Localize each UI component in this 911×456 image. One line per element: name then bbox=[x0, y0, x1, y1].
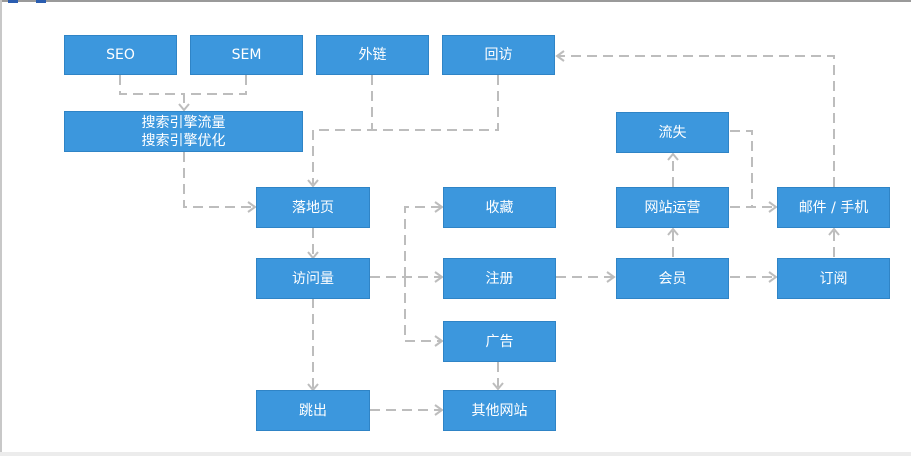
node-favorites: 收藏 bbox=[443, 187, 556, 228]
node-label: 跳出 bbox=[299, 402, 327, 419]
arrowhead-down bbox=[492, 382, 504, 391]
node-label: 其他网站 bbox=[471, 402, 528, 419]
arrowhead-up bbox=[828, 227, 840, 236]
arrowhead-up bbox=[667, 227, 679, 236]
window-top-border bbox=[0, 0, 911, 2]
window-left-border bbox=[0, 0, 2, 456]
connector-visits-to-favorites bbox=[404, 206, 441, 277]
arrowhead-right bbox=[434, 201, 444, 213]
connector-churn-to-email bbox=[730, 130, 753, 207]
arrowhead-right bbox=[434, 271, 444, 283]
node-label: SEM bbox=[231, 47, 262, 63]
node-visits: 访问量 bbox=[256, 258, 370, 299]
node-other-sites: 其他网站 bbox=[443, 390, 556, 431]
node-search-engine: 搜索引擎流量 搜索引擎优化 bbox=[64, 111, 303, 152]
toolbar-marker bbox=[8, 0, 18, 3]
arrowhead-down bbox=[307, 179, 319, 188]
arrowhead-right bbox=[768, 201, 778, 213]
node-email-phone: 邮件 / 手机 bbox=[777, 187, 890, 228]
node-revisit: 回访 bbox=[442, 35, 555, 75]
node-label-line-1: 搜索引擎流量 bbox=[141, 114, 226, 131]
arrowhead-right bbox=[247, 201, 257, 213]
node-register: 注册 bbox=[443, 258, 556, 299]
connector-visits-to-ads bbox=[404, 277, 441, 342]
connector-email-to-revisit bbox=[558, 55, 835, 187]
arrowhead-left bbox=[555, 50, 565, 62]
arrowhead-right bbox=[434, 335, 444, 347]
node-label: 落地页 bbox=[292, 199, 334, 216]
toolbar-marker bbox=[36, 0, 46, 3]
node-label: 邮件 / 手机 bbox=[798, 199, 869, 216]
window-bottom-border bbox=[0, 452, 911, 456]
connector-revisit-to-landing bbox=[312, 75, 499, 184]
node-label: 访问量 bbox=[292, 270, 334, 287]
node-label: 流失 bbox=[658, 124, 687, 141]
node-label: 回访 bbox=[484, 47, 513, 63]
node-label: 收藏 bbox=[485, 199, 514, 216]
node-ads: 广告 bbox=[443, 321, 556, 362]
node-site-ops: 网站运营 bbox=[616, 187, 729, 228]
connector-search-engine-to-landing bbox=[183, 152, 254, 208]
node-label-line-2: 搜索引擎优化 bbox=[141, 132, 226, 149]
node-label: 订阅 bbox=[819, 270, 848, 287]
node-seo: SEO bbox=[64, 35, 177, 75]
node-external-links: 外链 bbox=[316, 35, 429, 75]
arrowhead-down bbox=[178, 103, 190, 112]
arrowhead-right bbox=[606, 271, 616, 283]
node-landing-page: 落地页 bbox=[256, 187, 370, 228]
node-label: 广告 bbox=[485, 333, 514, 350]
connector-seo-to-search-engine bbox=[119, 75, 184, 95]
node-label: 注册 bbox=[485, 270, 514, 287]
node-churn: 流失 bbox=[616, 112, 729, 153]
node-sem: SEM bbox=[190, 35, 303, 75]
arrowhead-right bbox=[434, 404, 444, 416]
node-label: SEO bbox=[106, 47, 135, 63]
arrowhead-right bbox=[768, 271, 778, 283]
node-bounce: 跳出 bbox=[256, 390, 370, 431]
node-label: 网站运营 bbox=[644, 199, 701, 216]
node-label: 会员 bbox=[658, 270, 687, 287]
node-subscribe: 订阅 bbox=[777, 258, 890, 299]
arrowhead-up bbox=[667, 152, 679, 161]
node-label: 外链 bbox=[358, 47, 387, 63]
node-member: 会员 bbox=[616, 258, 729, 299]
connector-sem-to-search-engine bbox=[183, 75, 247, 108]
